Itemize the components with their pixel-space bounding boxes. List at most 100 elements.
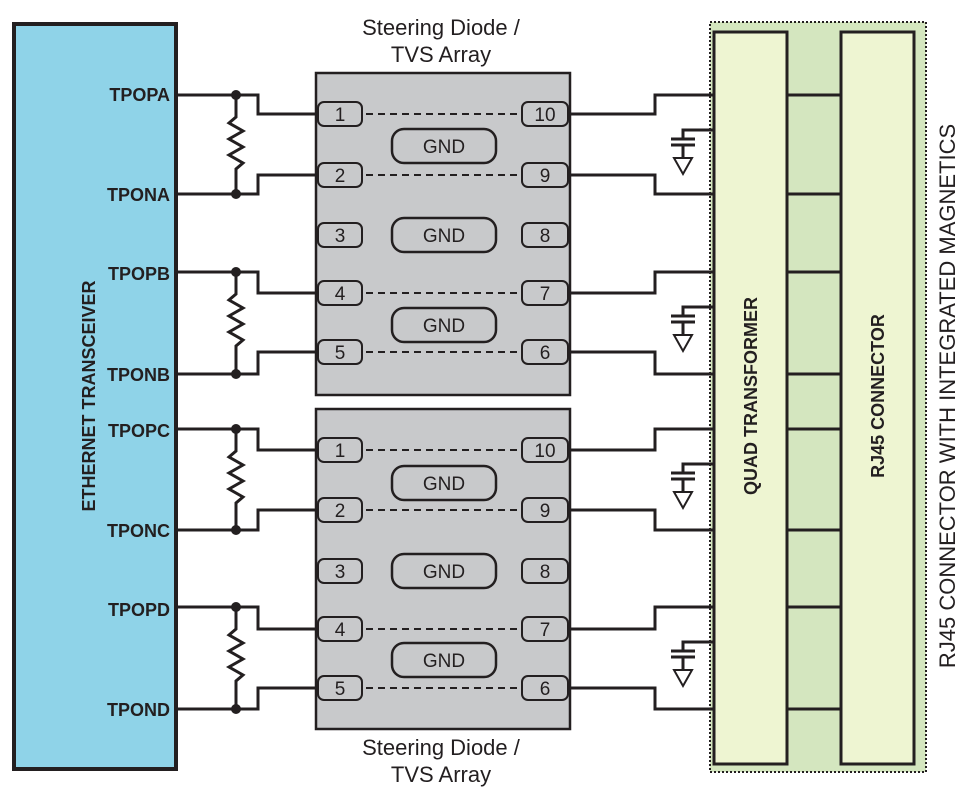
pair-3-junction-dot <box>231 525 241 535</box>
tvs2-pin-box-right-3 <box>521 558 569 584</box>
ethernet-transceiver-block <box>12 22 178 771</box>
tvs2-pin-box-left-5 <box>317 675 363 701</box>
tvs2-pin-box-left-3 <box>317 558 363 584</box>
signal-label-tpopa: TPOPA <box>109 85 170 105</box>
pair-4-termination-resistor <box>225 607 247 709</box>
tvs2-pin-label-right-2: 9 <box>540 501 551 522</box>
pair-1-junction-dot <box>231 90 241 100</box>
tvs1-pin-label-left-1: 1 <box>335 105 346 126</box>
pair-1-n-out-wire <box>540 173 714 196</box>
tvs2-pin-label-right-5: 6 <box>540 679 551 700</box>
tvs2-pin-label-right-3: 8 <box>540 562 551 583</box>
quad-transformer-block <box>712 30 789 766</box>
tvs1-pin-box-left-2 <box>317 162 363 188</box>
tvs1-pin-label-left-5: 5 <box>335 343 346 364</box>
pair-1-p-wire <box>176 93 330 116</box>
signal-label-tpond: TPOND <box>107 700 170 720</box>
tvs1-pin-box-right-3 <box>521 222 569 248</box>
tvs1-gnd-pad-3 <box>390 306 498 344</box>
signal-label-tpopb: TPOPB <box>108 264 170 284</box>
tvs2-gnd-pad-2 <box>390 552 498 590</box>
pair-2-center-tap-wire <box>681 305 714 315</box>
pair-4-junction-dot <box>231 602 241 612</box>
pair-2-p-wire <box>176 270 330 295</box>
tvs2-pin-label-right-1: 10 <box>534 441 555 462</box>
tvs2-pin-box-left-4 <box>317 616 363 642</box>
tvs1-pin-box-right-5 <box>521 339 569 365</box>
tvs2-pin-label-right-4: 7 <box>540 620 551 641</box>
rj45-connector-label: RJ45 CONNECTOR <box>868 314 888 478</box>
tvs1-pin-label-left-3: 3 <box>335 226 346 247</box>
tvs1-pin-box-left-1 <box>317 101 363 127</box>
tvs1-pin-label-right-4: 7 <box>540 284 551 305</box>
tvs1-pin-label-left-4: 4 <box>335 284 346 305</box>
pair-4-center-tap-wire <box>681 640 714 650</box>
tvs1-gnd-label-2: GND <box>423 226 465 247</box>
pair-2-ground-icon <box>672 334 694 354</box>
pair-1-termination-resistor <box>225 95 247 194</box>
pair-1-n-wire <box>176 173 330 196</box>
pair-3-termination-resistor <box>225 429 247 530</box>
tvs1-gnd-pad-1 <box>390 127 498 165</box>
pair-2-n-wire <box>176 350 330 376</box>
tvs1-pin-box-right-1 <box>521 101 569 127</box>
pair-2-junction-dot <box>231 267 241 277</box>
tvs2-pin-box-right-5 <box>521 675 569 701</box>
rj45-connector-block <box>839 30 916 766</box>
tvs1-pin-box-right-2 <box>521 162 569 188</box>
signal-label-tponc: TPONC <box>107 521 170 541</box>
magjack-label: RJ45 CONNECTOR WITH INTEGRATED MAGNETICS <box>935 124 960 668</box>
tvs1-gnd-label-3: GND <box>423 316 465 337</box>
tvs2-gnd-pad-1 <box>390 464 498 502</box>
tvs2-pin-label-left-3: 3 <box>335 562 346 583</box>
pair-3-center-tap-wire <box>681 462 714 472</box>
pair-2-junction-dot <box>231 369 241 379</box>
tvs1-pin-box-right-4 <box>521 280 569 306</box>
pair-3-p-wire <box>176 427 330 452</box>
tvs2-pin-box-right-4 <box>521 616 569 642</box>
pair-3-p-out-wire <box>540 427 714 452</box>
pair-3-n-wire <box>176 508 330 532</box>
pair-1-center-tap-wire <box>681 128 714 138</box>
tvs1-pin-label-right-5: 6 <box>540 343 551 364</box>
tvs-top-title-line1: Steering Diode / <box>362 15 521 40</box>
tvs1-gnd-label-1: GND <box>423 137 465 158</box>
tvs1-pin-label-right-3: 8 <box>540 226 551 247</box>
pair-2-p-out-wire <box>540 270 714 295</box>
pair-4-n-wire <box>176 686 330 711</box>
tvs2-pin-box-right-1 <box>521 437 569 463</box>
signal-label-tpona: TPONA <box>107 185 170 205</box>
tvs1-pin-label-right-1: 10 <box>534 105 555 126</box>
tvs-bottom-title-line1: Steering Diode / <box>362 735 521 760</box>
pair-1-p-out-wire <box>540 93 714 116</box>
tvs2-gnd-label-3: GND <box>423 651 465 672</box>
pair-3-ground-icon <box>672 491 694 511</box>
tvs1-pin-label-right-2: 9 <box>540 166 551 187</box>
tvs2-pin-label-left-1: 1 <box>335 441 346 462</box>
tvs2-pin-box-left-2 <box>317 497 363 523</box>
tvs2-gnd-label-2: GND <box>423 562 465 583</box>
pair-3-n-out-wire <box>540 508 714 532</box>
tvs1-pin-box-left-4 <box>317 280 363 306</box>
tvs1-pin-label-left-2: 2 <box>335 166 346 187</box>
tvs1-pin-box-left-3 <box>317 222 363 248</box>
tvs2-pin-label-left-2: 2 <box>335 501 346 522</box>
signal-label-tponb: TPONB <box>107 365 170 385</box>
pair-1-junction-dot <box>231 189 241 199</box>
tvs-top-title-line2: TVS Array <box>391 42 491 67</box>
pair-4-p-wire <box>176 605 330 631</box>
tvs2-pin-label-left-5: 5 <box>335 679 346 700</box>
signal-label-tpopc: TPOPC <box>108 421 170 441</box>
tvs1-pin-box-left-5 <box>317 339 363 365</box>
tvs2-pin-box-right-2 <box>521 497 569 523</box>
pair-4-n-out-wire <box>540 686 714 711</box>
pair-1-ground-icon <box>672 157 694 177</box>
quad-transformer-label: QUAD TRANSFORMER <box>741 297 761 495</box>
pair-4-ground-icon <box>672 669 694 689</box>
signal-label-tpopd: TPOPD <box>108 600 170 620</box>
tvs2-pin-label-left-4: 4 <box>335 620 346 641</box>
pair-3-junction-dot <box>231 424 241 434</box>
